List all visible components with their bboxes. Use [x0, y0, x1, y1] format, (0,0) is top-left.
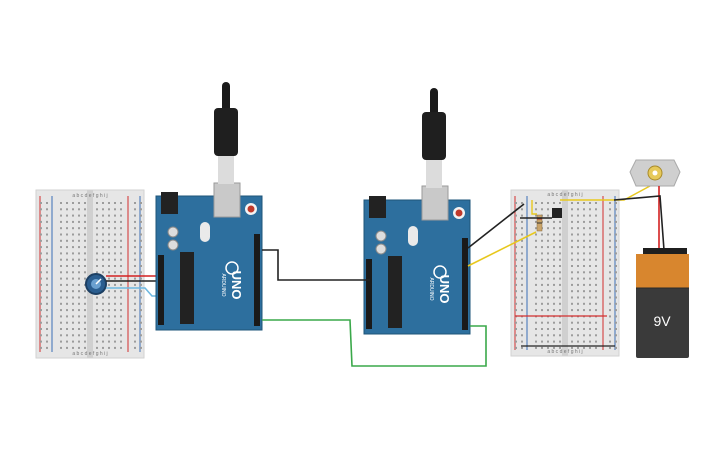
wire-arduino-yellow[interactable]	[467, 231, 537, 267]
wire-transistor-motor[interactable]	[560, 185, 651, 201]
arduino-left-brand-label: ARDUINO	[220, 273, 226, 296]
breadboard-left[interactable]: a b c d e f g h i j a b c d e f g h i j	[35, 189, 145, 359]
arduino-left-model-label: UNO	[229, 271, 244, 300]
breadboard-right[interactable]: a b c d e f g h i j a b c d e f g h i j	[510, 189, 620, 357]
usb-cable-icon	[422, 88, 446, 188]
arduino-middle-brand-label: ARDUINO	[428, 277, 434, 300]
arduino-left[interactable]: UNO ARDUINO	[155, 182, 263, 331]
breadboard-right-row-labels-bottom: a b c d e f g h i j	[547, 349, 582, 355]
battery-9v[interactable]: 9V	[636, 248, 689, 358]
transistor-icon[interactable]	[552, 208, 562, 218]
wire-motor-black[interactable]	[613, 195, 665, 251]
wire-arduino-black[interactable]	[467, 203, 525, 249]
wire-breadboard-yellow[interactable]	[531, 200, 537, 215]
resistor-icon[interactable]	[536, 214, 543, 232]
usb-cable-icon	[214, 82, 238, 184]
breadboard-left-row-labels-top: a b c d e f g h i j	[72, 193, 107, 199]
wire-ground-link[interactable]	[262, 249, 370, 281]
arduino-middle[interactable]: UNO ARDUINO	[363, 185, 471, 335]
arduino-middle-model-label: UNO	[437, 275, 452, 304]
breadboard-right-row-labels-top: a b c d e f g h i j	[547, 192, 582, 198]
breadboard-left-row-labels-bottom: a b c d e f g h i j	[72, 351, 107, 357]
dc-motor-icon[interactable]	[629, 159, 681, 187]
wire-serial-link[interactable]	[262, 319, 487, 367]
potentiometer-icon[interactable]	[85, 273, 107, 295]
battery-label: 9V	[653, 313, 671, 329]
